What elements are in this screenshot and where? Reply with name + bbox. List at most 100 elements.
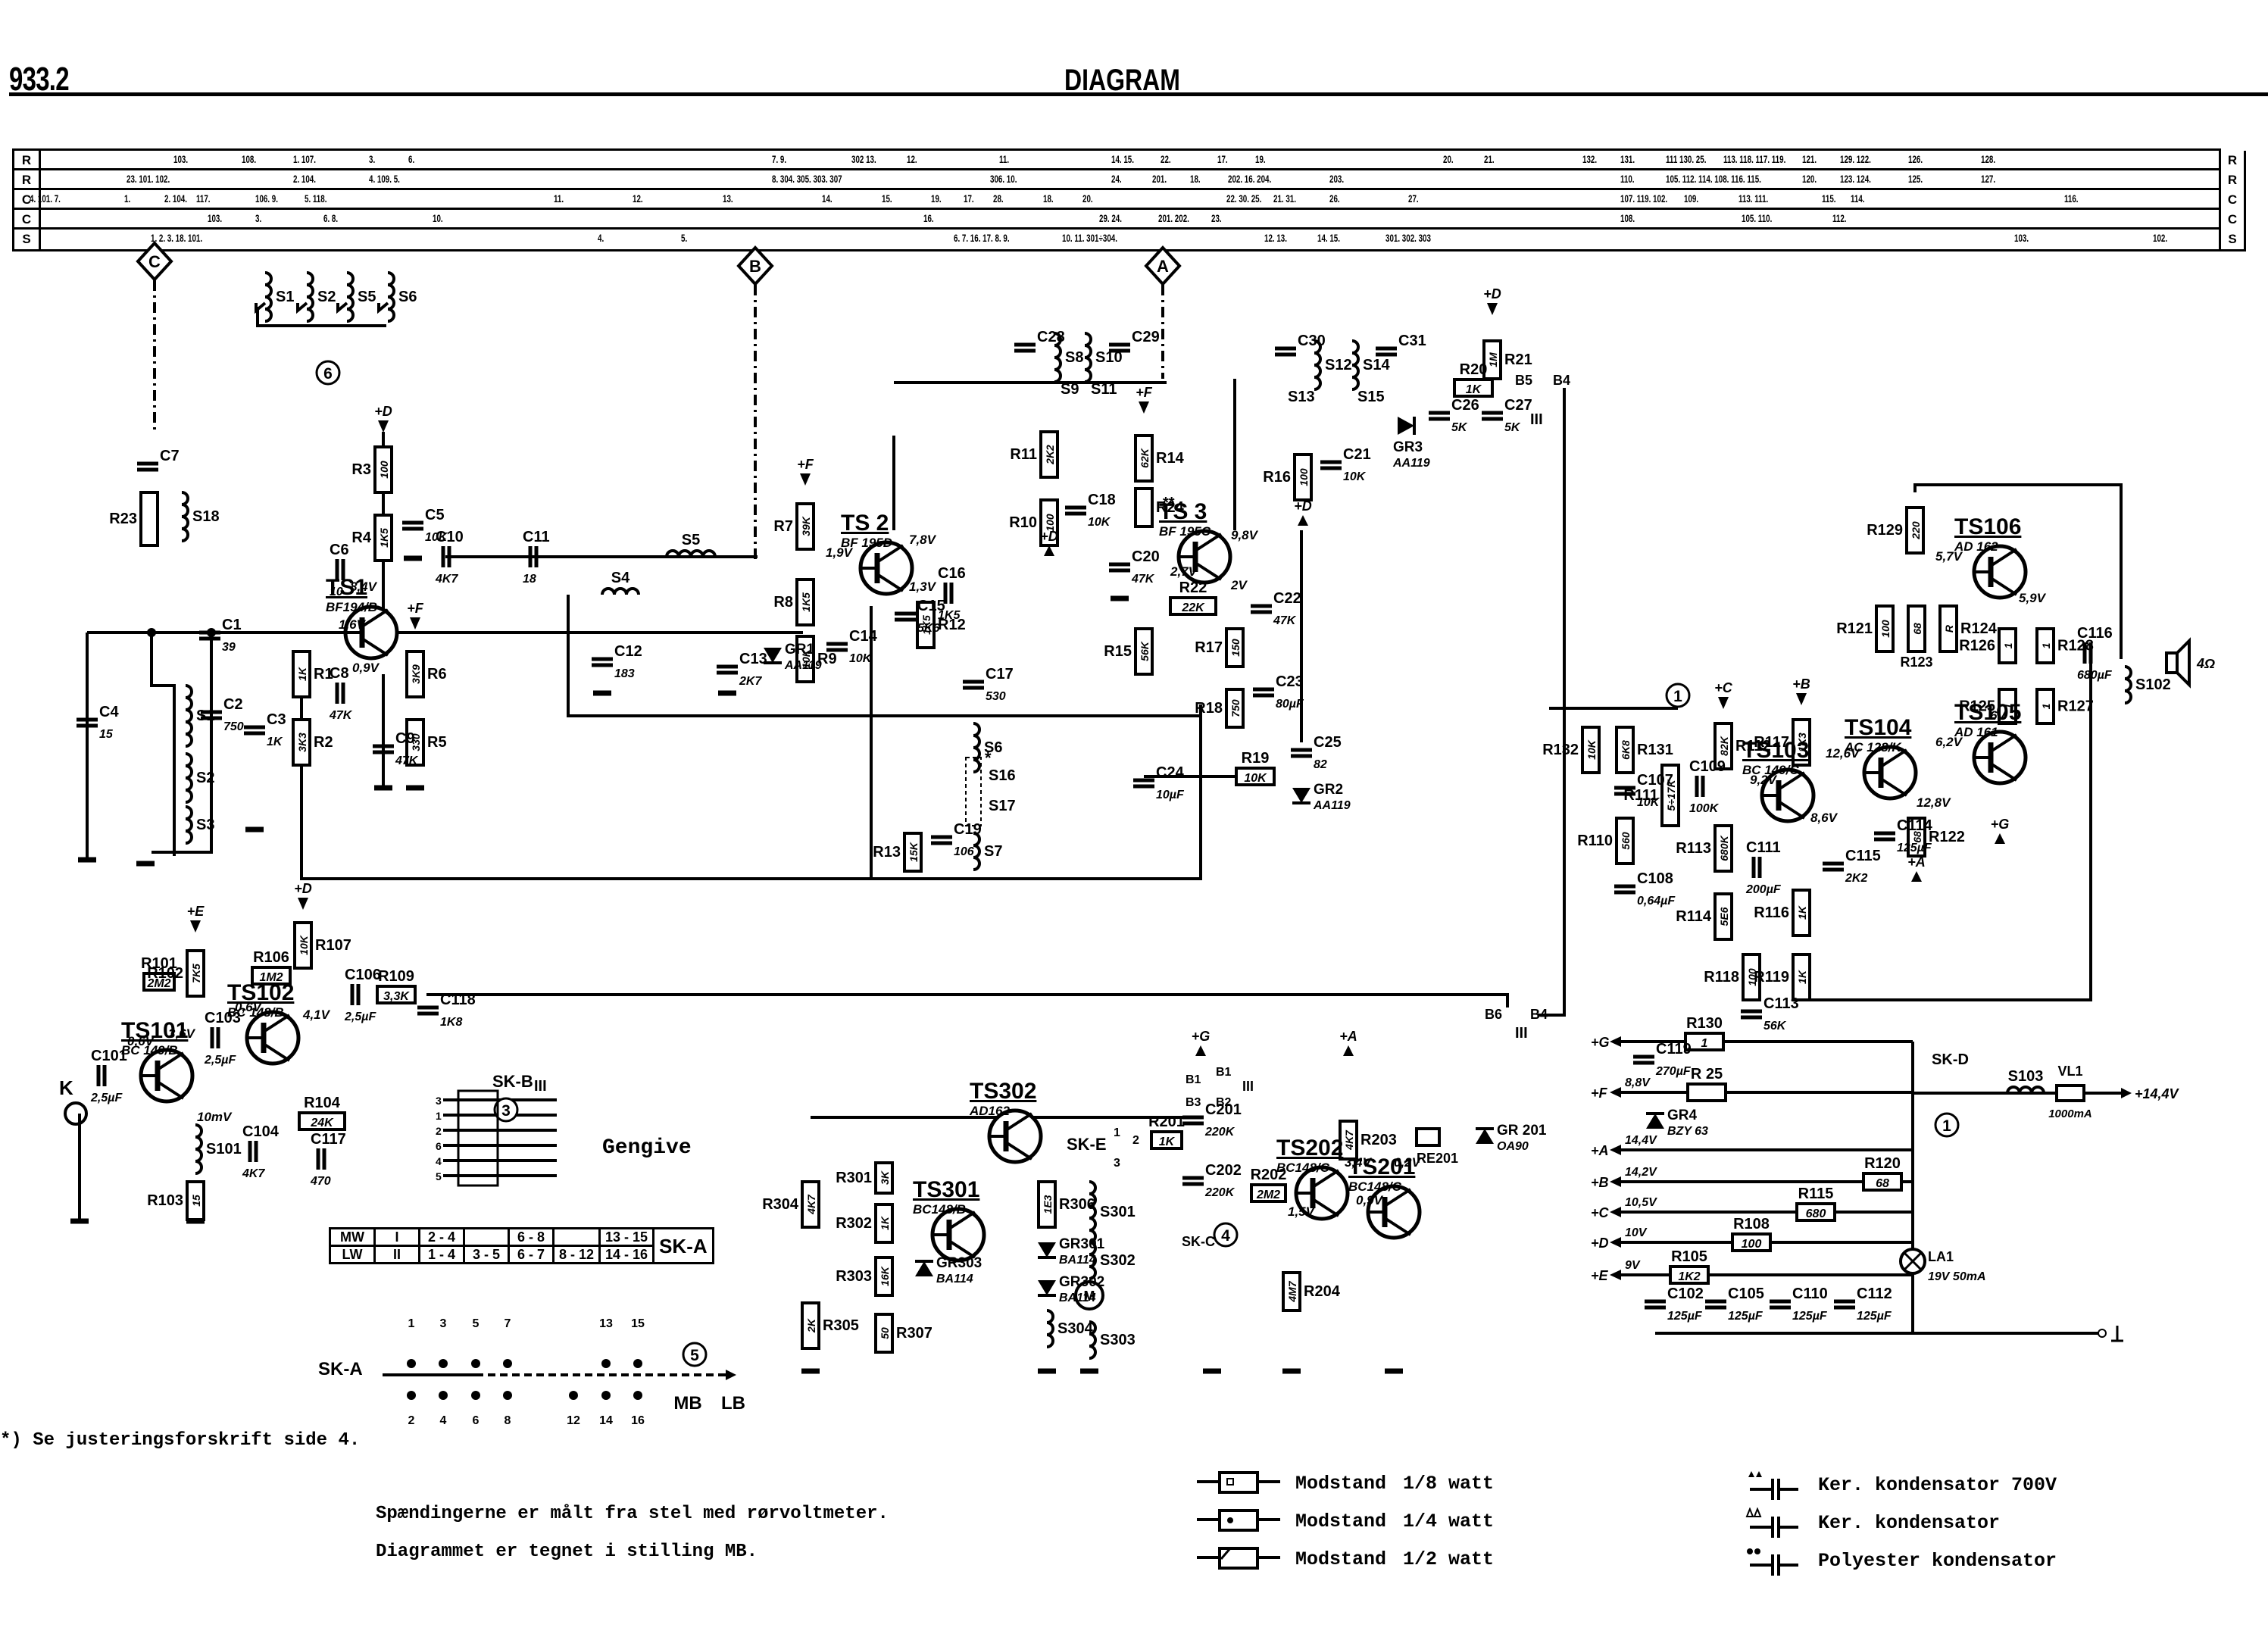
diode-type: AA119: [1392, 457, 1430, 470]
supply-label: +A: [1907, 854, 1926, 870]
footnote-marker: *: [985, 748, 992, 767]
resistor-value: 56K: [1139, 641, 1151, 661]
grid-cell: 126.: [1908, 153, 1923, 165]
resistor-id: R12: [938, 617, 966, 633]
capacitor-id: C101: [91, 1048, 127, 1064]
capacitor-id: C30: [1298, 333, 1326, 349]
capacitor-value: 47K: [395, 754, 419, 767]
legend-rating: 1/4 watt: [1403, 1510, 1495, 1532]
coil-id: S103: [2008, 1068, 2044, 1085]
switch-pin: 7: [505, 1317, 511, 1330]
grid-cell: 23.: [1211, 212, 1222, 224]
voltage-readout: 12,8V: [1917, 795, 1951, 810]
resistor-value: 1K: [1796, 970, 1808, 984]
diode-type: BA114: [1059, 1254, 1096, 1267]
capacitor-value: 183: [614, 667, 635, 680]
transistor-id: TS 3: [1159, 499, 1207, 524]
transistor-type: BC 148/B: [227, 1005, 284, 1020]
rail-name: +A: [1591, 1143, 1609, 1158]
capacitor-id: C107: [1637, 772, 1673, 789]
resistor-id: R111: [1623, 787, 1658, 804]
resistor-id: R306: [1059, 1196, 1095, 1213]
resistor-value: 10K: [1585, 739, 1598, 760]
header-rule: [9, 92, 2268, 96]
resistor-id: R204: [1304, 1283, 1341, 1300]
resistor-id: R4: [351, 530, 371, 546]
grid-cell: 106. 9.: [255, 192, 278, 205]
resistor-id: R 25: [1691, 1066, 1723, 1082]
capacitor-id: C105: [1728, 1286, 1764, 1302]
capacitor-value: 82: [1314, 758, 1327, 771]
grid-cell: 11.: [554, 192, 564, 205]
resistor: [1742, 953, 1761, 1001]
coil-id: S17: [989, 798, 1016, 814]
coil-id: S8: [1065, 349, 1083, 366]
grid-cell: 1. 2. 3. 18. 101.: [151, 232, 203, 244]
capacitor-id: C19: [954, 821, 982, 838]
grid-cell: 19.: [1255, 153, 1266, 165]
capacitor-id: C18: [1088, 492, 1116, 508]
resistor-value: 5E6: [1718, 907, 1730, 926]
resistor: [1250, 1183, 1287, 1203]
resistor-id: R18: [1195, 700, 1223, 717]
transistor-id: TS102: [227, 980, 294, 1005]
resistor-value: 1K3: [1796, 733, 1808, 752]
capacitor-value: 10K: [1343, 470, 1367, 483]
capacitor-value: 0,64µF: [1637, 895, 1676, 908]
switch-pin: 16: [631, 1414, 645, 1427]
capacitor-id: C106: [345, 967, 381, 983]
grid-cell: 127.: [1981, 173, 1996, 185]
transistor-type: AD162: [969, 1104, 1010, 1118]
grid-cell: 108.: [242, 153, 257, 165]
resistor-id: R115: [1798, 1186, 1834, 1202]
note-position: Diagrammet er tegnet i stilling MB.: [376, 1542, 758, 1562]
note-voltages: Spændingerne er målt fra stel med rørvol…: [376, 1504, 889, 1524]
page-title: DIAGRAM: [1064, 64, 1180, 97]
capacitor-id: C113: [1763, 995, 1799, 1012]
grid-cell: 12.: [907, 153, 917, 165]
reference-number: 1: [1942, 1117, 1951, 1135]
grid-cell: 28.: [993, 192, 1004, 205]
transistor-id: TS202: [1276, 1136, 1343, 1161]
resistor-id: R128: [2057, 638, 2094, 654]
grid-cell: 22.: [1161, 153, 1171, 165]
sk-a-table-cell: MW: [329, 1227, 376, 1247]
switch-ref: III: [1242, 1079, 1254, 1094]
switch-pin: 8: [505, 1414, 511, 1427]
capacitor-value: 80µF: [1276, 698, 1304, 711]
sk-a-table-cell: [551, 1227, 601, 1247]
transistor-id: TS301: [913, 1177, 979, 1202]
resistor-id: R103: [147, 1192, 183, 1209]
capacitor-value: 47K: [1273, 614, 1297, 627]
grid-cell: 23. 101. 102.: [127, 173, 170, 185]
transistor-type: BC148/C: [1348, 1179, 1402, 1194]
transistor-collector: [1004, 1112, 1033, 1132]
resistor: [2035, 688, 2055, 725]
grid-cell: 306. 10.: [990, 173, 1017, 185]
resistor-id: R129: [1867, 522, 1903, 539]
legend-resistor-1-4: Modstand 1/4 watt: [1197, 1506, 1494, 1536]
switch-pin: 14: [599, 1414, 613, 1427]
coil-icon: [346, 271, 355, 323]
resistor-value: 100: [1044, 514, 1056, 532]
rail-name: +B: [1591, 1175, 1609, 1190]
capacitor-value: 5K: [1451, 421, 1468, 434]
capacitor-value: 125µF: [1667, 1310, 1703, 1323]
grid-cell: 129. 122.: [1840, 153, 1871, 165]
resistor: [405, 650, 425, 698]
supply-arrow-icon: [1343, 1045, 1354, 1056]
resistor: [298, 1111, 346, 1131]
coil-icon: [185, 752, 193, 804]
capacitor-value: 18: [523, 573, 536, 586]
supply-label: +B: [1792, 676, 1810, 692]
coil-icon: [1351, 339, 1360, 391]
switch-pin: 4: [440, 1414, 447, 1427]
supply-arrow-icon: [800, 473, 811, 486]
supply-arrow-icon: [298, 898, 308, 910]
wire: [1538, 388, 1566, 1017]
resistor-value: 68: [1911, 831, 1923, 843]
capacitor-id: C11: [523, 529, 550, 545]
junction-dot: [601, 1359, 611, 1368]
grid-cell: 6.: [408, 153, 415, 165]
capacitor-id: C22: [1273, 590, 1301, 607]
